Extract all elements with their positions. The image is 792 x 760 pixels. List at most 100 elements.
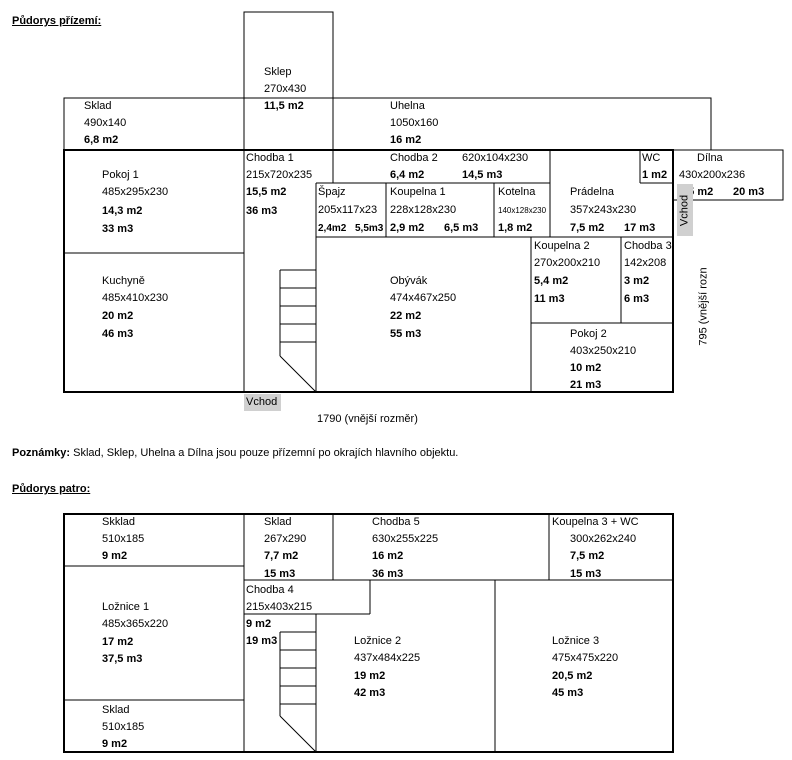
dilna-name: Dílna [697, 152, 723, 164]
sklad-c-name: Sklad [102, 704, 130, 716]
side-entrance-highlight [677, 184, 693, 236]
pokoj1-dims: 485x295x230 [102, 186, 169, 198]
note-line: Poznámky: Sklad, Sklep, Uhelna a Dílna j… [12, 445, 458, 462]
chodba4-volume: 19 m3 [246, 635, 278, 647]
sklad-a-name: Skklad [102, 516, 136, 528]
chodba4-name: Chodba 4 [246, 584, 294, 596]
koupelna1-name: Koupelna 1 [390, 186, 446, 198]
chodba5-area: 16 m2 [372, 550, 404, 562]
koupelna1-volume: 6,5 m3 [444, 222, 479, 234]
koupelna3-dims: 300x262x240 [570, 533, 637, 545]
loznice3-name: Ložnice 3 [552, 635, 600, 647]
kuchyne-name: Kuchyně [102, 275, 145, 287]
chodba3-dims: 142x208 [624, 257, 667, 269]
sklad-a-dims: 510x185 [102, 533, 145, 545]
kotelna-dims: 140x128x230 [498, 206, 547, 215]
loznice3-dims: 475x475x220 [552, 652, 619, 664]
pokoj1-name: Pokoj 1 [102, 169, 139, 181]
note-text: Sklad, Sklep, Uhelna a Dílna jsou pouze … [73, 447, 459, 459]
obyvak-area: 22 m2 [390, 310, 422, 322]
loznice1-volume: 37,5 m3 [102, 653, 143, 665]
dilna-volume: 20 m3 [733, 186, 765, 198]
chodba3-volume: 6 m3 [624, 293, 650, 305]
wc-area: 1 m2 [642, 169, 668, 181]
loznice2-name: Ložnice 2 [354, 635, 402, 647]
ground-floor-heading: Půdorys přízemí: [12, 15, 102, 27]
pokoj2-name: Pokoj 2 [570, 328, 607, 340]
chodba4-dims: 215x403x215 [246, 601, 313, 613]
koupelna2-dims: 270x200x210 [534, 257, 601, 269]
bottom-entrance-label: Vchod [246, 396, 278, 408]
loznice1-name: Ložnice 1 [102, 601, 150, 613]
sklad-dims: 490x140 [84, 117, 127, 129]
loznice2-volume: 42 m3 [354, 687, 386, 699]
spajz-volume: 5,5m3 [355, 223, 384, 234]
bottom-dimension-label: 1790 (vnější rozměr) [317, 413, 418, 425]
loznice1-dims: 485x365x220 [102, 618, 169, 630]
spajz-dims: 205x117x23 [318, 204, 378, 216]
chodba1-area: 15,5 m2 [246, 186, 287, 198]
pokoj2-volume: 21 m3 [570, 379, 602, 391]
obyvak-volume: 55 m3 [390, 328, 422, 340]
koupelna1-area: 2,9 m2 [390, 222, 425, 234]
obyvak-dims: 474x467x250 [390, 292, 457, 304]
sklad-a-area: 9 m2 [102, 550, 128, 562]
uhelna-area: 16 m2 [390, 134, 422, 146]
sklad-b-area: 7,7 m2 [264, 550, 299, 562]
loznice2-dims: 437x484x225 [354, 652, 421, 664]
chodba3-name: Chodba 3 [624, 240, 672, 252]
chodba2-dims: 620x104x230 [462, 152, 529, 164]
chodba2-name: Chodba 2 [390, 152, 438, 164]
bottom-entrance-highlight [244, 394, 281, 411]
sklad-b-dims: 267x290 [264, 533, 307, 545]
kotelna-name: Kotelna [498, 186, 536, 198]
uhelna-name: Uhelna [390, 100, 425, 112]
koupelna2-area: 5,4 m2 [534, 275, 569, 287]
sklad-c-dims: 510x185 [102, 721, 145, 733]
sklep-name: Sklep [264, 66, 292, 78]
sklad-area: 6,8 m2 [84, 134, 119, 146]
pokoj1-volume: 33 m3 [102, 223, 134, 235]
pradelna-name: Prádelna [570, 186, 615, 198]
chodba5-name: Chodba 5 [372, 516, 420, 528]
chodba4-area: 9 m2 [246, 618, 272, 630]
kotelna-area: 1,8 m2 [498, 222, 533, 234]
pradelna-area: 7,5 m2 [570, 222, 605, 234]
pradelna-dims: 357x243x230 [570, 204, 637, 216]
chodba2-volume: 14,5 m3 [462, 169, 503, 181]
koupelna2-name: Koupelna 2 [534, 240, 590, 252]
spajz-area: 2,4m2 [318, 223, 347, 234]
note-label: Poznámky: [12, 447, 71, 459]
loznice3-area: 20,5 m2 [552, 670, 593, 682]
loznice3-volume: 45 m3 [552, 687, 584, 699]
upper-floor-heading: Půdorys patro: [12, 483, 91, 495]
chodba5-volume: 36 m3 [372, 568, 404, 580]
obyvak-name: Obývák [390, 275, 428, 287]
uhelna-dims: 1050x160 [390, 117, 439, 129]
chodba1-name: Chodba 1 [246, 152, 294, 164]
loznice1-area: 17 m2 [102, 636, 134, 648]
kuchyne-area: 20 m2 [102, 310, 134, 322]
koupelna2-volume: 11 m3 [534, 293, 565, 305]
chodba1-volume: 36 m3 [246, 205, 278, 217]
loznice2-area: 19 m2 [354, 670, 386, 682]
sklad-b-name: Sklad [264, 516, 292, 528]
pradelna-volume: 17 m3 [624, 222, 656, 234]
sklad-name: Sklad [84, 100, 112, 112]
sklad-c-area: 9 m2 [102, 738, 128, 750]
kuchyne-dims: 485x410x230 [102, 292, 169, 304]
sklep-area: 11,5 m2 [264, 100, 304, 112]
sklep-dims: 270x430 [264, 83, 307, 95]
kuchyne-volume: 46 m3 [102, 328, 134, 340]
koupelna3-name: Koupelna 3 + WC [552, 516, 639, 528]
side-dimension-label: 795 (vnější rozn [697, 267, 710, 346]
koupelna3-volume: 15 m3 [570, 568, 602, 580]
spajz-name: Špajz [318, 186, 346, 198]
pokoj2-dims: 403x250x210 [570, 345, 637, 357]
side-entrance-label: Vchod [678, 194, 691, 227]
dilna-dims: 430x200x236 [679, 169, 746, 181]
chodba3-area: 3 m2 [624, 275, 650, 287]
chodba2-area: 6,4 m2 [390, 169, 425, 181]
chodba1-dims: 215x720x235 [246, 169, 313, 181]
